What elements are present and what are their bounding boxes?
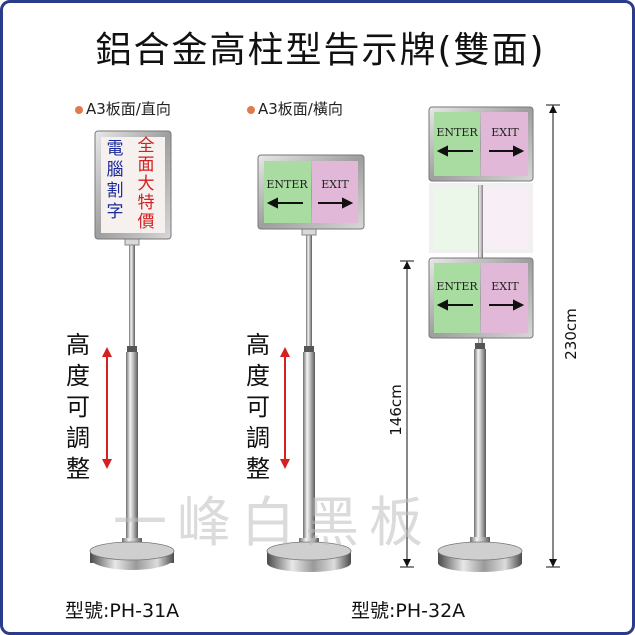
model-left: 型號:PH-31A	[65, 600, 180, 622]
illustration: ENTER EXIT ENTER EXIT ENTER EXIT	[89, 104, 560, 572]
enter-label-1: ENTER	[266, 178, 308, 191]
page-title: 鋁合金高柱型告示牌(雙面)	[95, 30, 546, 71]
label-a3-landscape: A3板面/橫向	[247, 98, 343, 119]
dimension-230: 230cm	[562, 308, 580, 360]
stand-landscape	[257, 154, 365, 572]
watermark: 一峰白黑板	[113, 491, 433, 554]
sign-arrow-icons	[266, 145, 525, 311]
label-a3-portrait: A3板面/直向	[75, 98, 171, 119]
exit-label-2: EXIT	[491, 126, 519, 139]
sign-text-left-column: 電 腦 割 字	[106, 139, 124, 222]
stand-tall	[428, 106, 534, 572]
stand-portrait	[89, 130, 175, 570]
red-adjust-arrow-icons	[102, 347, 290, 469]
dimension-146: 146cm	[387, 384, 405, 436]
dimension-line-icons	[400, 104, 560, 568]
enter-label-2: ENTER	[436, 126, 478, 139]
enter-label-3: ENTER	[436, 280, 478, 293]
bullet-dot-icon	[75, 105, 83, 114]
exit-label-1: EXIT	[321, 178, 349, 191]
exit-label-3: EXIT	[491, 280, 519, 293]
model-right: 型號:PH-32A	[351, 600, 466, 622]
sign-text-right-column: 全 面 大 特 價	[137, 136, 155, 232]
bullet-dot-icon	[247, 105, 255, 114]
adjust-text-left: 高 度 可 調 整	[66, 331, 90, 483]
adjust-text-middle: 高 度 可 調 整	[246, 331, 270, 483]
